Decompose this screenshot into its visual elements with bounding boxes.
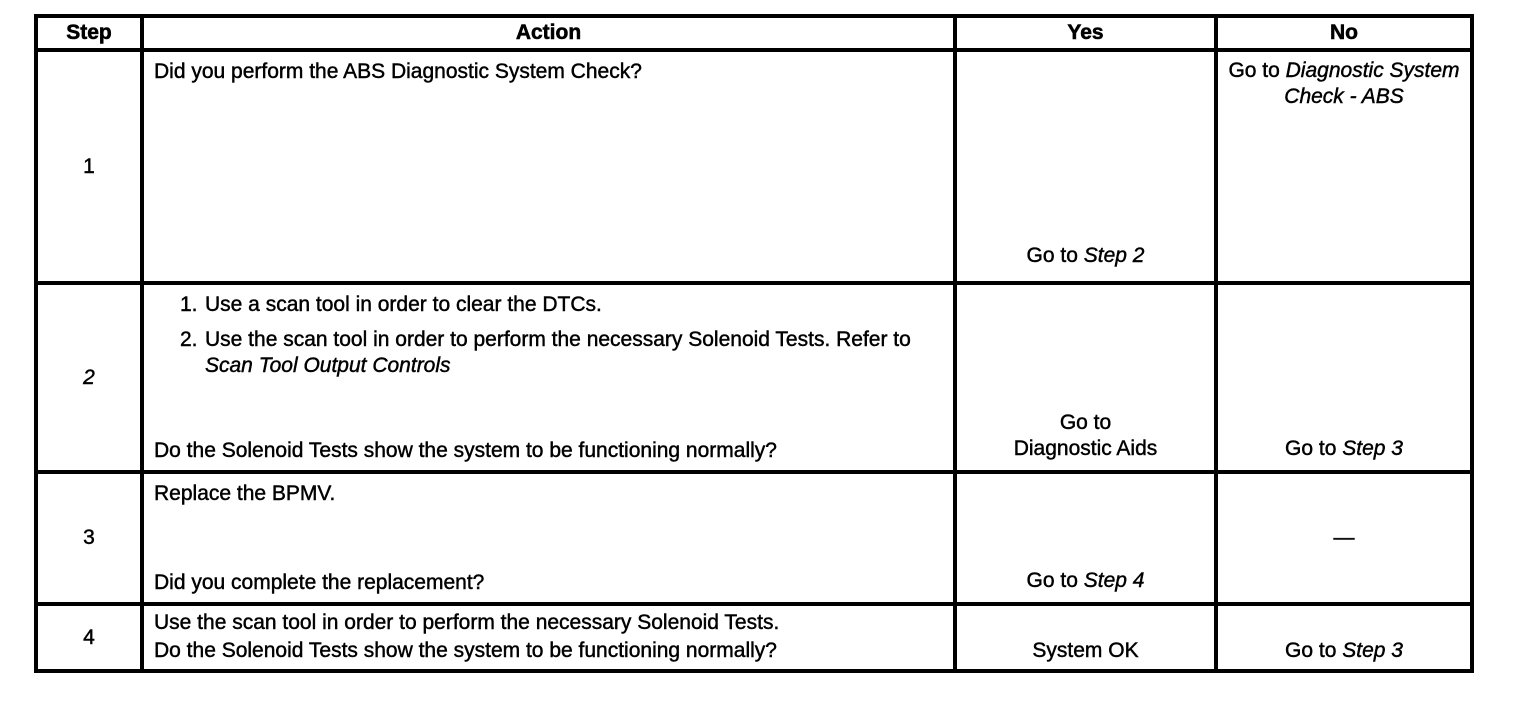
- action-step-item-2: 2. Use the scan tool in order to perform…: [154, 327, 943, 379]
- action-question-4: Do the Solenoid Tests show the system to…: [154, 639, 777, 662]
- step-cell-3: 3: [38, 474, 144, 606]
- action-question-3: Did you complete the replacement?: [154, 571, 485, 594]
- action-cell-4: Use the scan tool in order to perform th…: [144, 606, 957, 669]
- header-action: Action: [144, 18, 957, 52]
- list-number: 2.: [180, 328, 198, 351]
- step-number-1: 1: [83, 154, 95, 178]
- yes-goto-2-line1: Go to: [1059, 411, 1112, 434]
- no-cell-4: Go to Step 3: [1218, 606, 1470, 669]
- header-no-label: No: [1330, 21, 1359, 45]
- step-cell-1: 1: [38, 52, 144, 285]
- no-goto-1: Go to Diagnostic System Check - ABS: [1228, 58, 1460, 110]
- goto-target: Step 2: [1083, 244, 1145, 267]
- no-goto-2: Go to Step 3: [1285, 436, 1403, 462]
- goto-target: Step 3: [1342, 639, 1403, 662]
- goto-target: Step 3: [1342, 437, 1403, 460]
- yes-cell-2: Go to Diagnostic Aids: [957, 285, 1218, 474]
- goto-text: Go to: [1228, 59, 1286, 82]
- yes-goto-1: Go to Step 2: [1026, 243, 1145, 269]
- goto-text: Go to: [1026, 244, 1084, 267]
- header-yes: Yes: [957, 18, 1218, 52]
- no-cell-3: —: [1218, 474, 1470, 606]
- step-number-3: 3: [83, 526, 95, 549]
- yes-cell-1: Go to Step 2: [957, 52, 1218, 285]
- no-dash-3: —: [1333, 526, 1355, 549]
- action-cell-2: 1. Use a scan tool in order to clear the…: [144, 285, 957, 474]
- header-action-label: Action: [515, 21, 582, 45]
- step-cell-2: 2: [38, 285, 144, 474]
- step-cell-4: 4: [38, 606, 144, 669]
- no-cell-2: Go to Step 3: [1218, 285, 1470, 474]
- action-question-1: Did you perform the ABS Diagnostic Syste…: [154, 60, 642, 83]
- header-step: Step: [38, 18, 144, 52]
- list-text: Use a scan tool in order to clear the DT…: [205, 293, 602, 316]
- goto-text: Go to: [1026, 569, 1084, 592]
- goto-target: Diagnostic System Check - ABS: [1284, 59, 1460, 108]
- header-step-label: Step: [66, 21, 112, 45]
- action-cell-3: Replace the BPMV. Did you complete the r…: [144, 474, 957, 606]
- list-text-reference: Scan Tool Output Controls: [205, 354, 451, 377]
- no-goto-4: Go to Step 3: [1285, 638, 1403, 664]
- yes-cell-4: System OK: [957, 606, 1218, 669]
- list-text: Use the scan tool in order to perform th…: [205, 328, 911, 351]
- action-instruction-3: Replace the BPMV.: [154, 482, 336, 505]
- action-cell-1: Did you perform the ABS Diagnostic Syste…: [144, 52, 957, 285]
- header-yes-label: Yes: [1067, 21, 1104, 45]
- yes-goto-3: Go to Step 4: [1026, 568, 1145, 594]
- yes-cell-3: Go to Step 4: [957, 474, 1218, 606]
- action-question-2: Do the Solenoid Tests show the system to…: [154, 439, 777, 462]
- yes-result-4: System OK: [1032, 639, 1139, 662]
- no-cell-1: Go to Diagnostic System Check - ABS: [1218, 52, 1470, 285]
- yes-goto-2-line2: Diagnostic Aids: [1013, 437, 1158, 460]
- goto-text: Go to: [1285, 639, 1343, 662]
- header-no: No: [1218, 18, 1470, 52]
- diagnostic-table: Step Action Yes No 1 Did you perform the…: [34, 14, 1474, 673]
- list-number: 1.: [180, 293, 198, 316]
- action-step-item-1: 1. Use a scan tool in order to clear the…: [154, 292, 943, 318]
- step-number-2: 2: [83, 365, 95, 389]
- action-instruction-4: Use the scan tool in order to perform th…: [154, 611, 780, 634]
- goto-text: Go to: [1285, 437, 1343, 460]
- goto-target: Step 4: [1083, 569, 1145, 592]
- step-number-4: 4: [83, 625, 95, 649]
